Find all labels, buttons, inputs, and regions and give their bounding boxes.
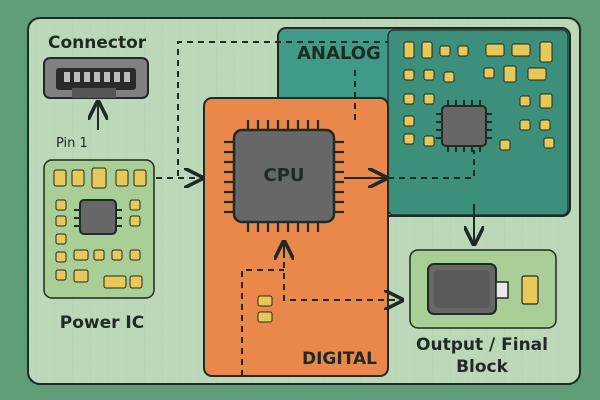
output-label-line2: Block: [456, 357, 509, 377]
output-pad: [521, 275, 539, 305]
digital-loop-line: [241, 269, 284, 376]
power-ic-chip: [74, 199, 122, 235]
cpu-label: CPU: [263, 165, 304, 186]
digital-pads: [257, 295, 273, 323]
output-label-line1: Output / Final: [416, 335, 548, 355]
cpu-chip: [224, 120, 344, 232]
pin1-label: Pin 1: [56, 136, 88, 151]
digital-label: DIGITAL: [302, 349, 377, 369]
connector-block: [43, 57, 149, 99]
analog-to-chip-line: [388, 150, 475, 179]
connector-to-analog-line: [177, 41, 388, 176]
connection-lines: [98, 41, 475, 376]
power-ic-pads: [53, 167, 147, 289]
power-ic-label: Power IC: [60, 313, 144, 333]
analog-chip: [436, 100, 492, 152]
analog-label: ANALOG: [297, 43, 381, 64]
output-device: [427, 263, 509, 315]
analog-pads: [403, 41, 555, 151]
connector-label: Connector: [48, 33, 147, 53]
cpu-to-output-line: [283, 240, 400, 300]
